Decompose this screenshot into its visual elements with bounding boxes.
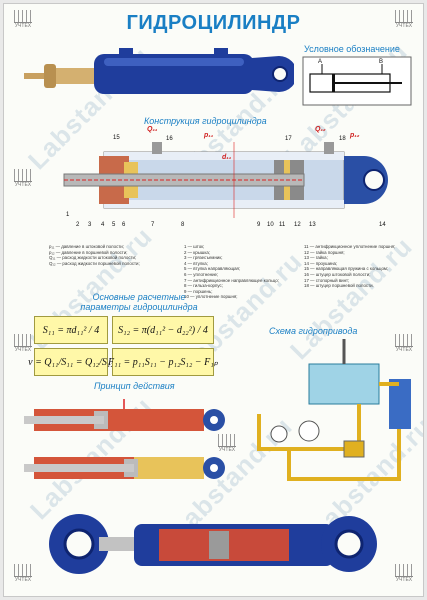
d-label: d₁₁	[222, 154, 232, 161]
part-number: 6	[122, 222, 126, 228]
uchtekh-logo: УЧТЕХ	[391, 564, 417, 583]
part-number: 1	[66, 212, 70, 218]
legend-symbols: p₁₁ — давление в штоковой полости; p₁₂ —…	[49, 244, 140, 266]
scheme-heading: Схема гидропривода	[269, 326, 358, 336]
cylinder-retract	[34, 409, 204, 431]
gland	[56, 68, 96, 84]
page-title: ГИДРОЦИЛИНДР	[126, 12, 301, 34]
uchtekh-logo: УЧТЕХ	[391, 334, 417, 353]
part-number: 7	[151, 222, 155, 228]
part-number: 12	[294, 222, 301, 228]
gauge	[270, 425, 288, 443]
part-number: 18	[339, 136, 346, 142]
part-number: 16	[166, 136, 173, 142]
part-number: 4	[101, 222, 105, 228]
valve	[308, 363, 380, 405]
cylinder-photo	[24, 48, 294, 94]
symbol-label-b: B	[379, 59, 384, 65]
uchtekh-logo: УЧТЕХ	[10, 169, 36, 188]
part-number: 11	[279, 222, 286, 228]
construction-heading: Конструкция гидроцилиндра	[144, 116, 267, 126]
p1-label: p₁₁	[204, 132, 214, 139]
symbol-label-a: A	[318, 59, 323, 65]
relief-valve	[343, 440, 365, 458]
uchtekh-logo: УЧТЕХ	[10, 564, 36, 583]
part-number: 9	[257, 222, 261, 228]
oil-line	[257, 404, 361, 451]
part-number: 10	[267, 222, 274, 228]
q2-label: Q₁₂	[315, 126, 326, 133]
legend-parts-1: 1 — шток; 2 — крышка; 3 — грязесъемник; …	[184, 244, 279, 300]
part-number: 14	[379, 222, 386, 228]
p2-label: p₁₂	[350, 132, 360, 139]
port	[119, 48, 133, 58]
rod-nut	[44, 64, 56, 88]
params-heading: Основные расчетные параметры гидроцилинд…	[80, 292, 198, 312]
pump	[298, 420, 320, 442]
rod-port	[152, 142, 162, 154]
hydraulic-scheme	[257, 339, 411, 481]
cutaway-photo	[49, 514, 377, 574]
symbol-heading: Условное обозначение	[304, 44, 400, 54]
formula-v: v = Q₁₁/S₁₁ = Q₁₂/S₁₂	[28, 348, 114, 376]
uchtekh-logo: УЧТЕХ	[10, 334, 36, 353]
port	[214, 48, 228, 58]
part-number: 15	[113, 135, 120, 141]
uchtekh-logo: УЧТЕХ	[214, 434, 240, 453]
uchtekh-logo: УЧТЕХ	[10, 10, 36, 29]
part-number: 8	[181, 222, 185, 228]
principle-heading: Принцип действия	[94, 381, 175, 391]
uchtekh-logo: УЧТЕХ	[391, 10, 417, 29]
part-number: 17	[285, 136, 292, 142]
symbol-diagram	[302, 56, 412, 106]
part-number: 5	[112, 222, 116, 228]
part-number: 3	[88, 222, 92, 228]
cylinder-section	[63, 142, 388, 218]
q1-label: Q₁₁	[147, 126, 158, 133]
piston-port	[324, 142, 334, 154]
formula-s1: S₁₁ = πd₁₁² / 4	[34, 316, 108, 344]
principle-diagram	[24, 399, 225, 479]
part-number: 2	[76, 222, 80, 228]
poster: Labstand.ru Labstand.ru Labstand.ru Labs…	[3, 3, 424, 597]
formula-s2: S₁₂ = π(d₁₁² − d₂₂²) / 4	[112, 316, 214, 344]
formula-f: F₁₁ = p₁₁S₁₁ − p₁₂S₁₂ − F₁ₚ	[108, 348, 218, 376]
rod-end	[24, 73, 46, 79]
part-number: 13	[309, 222, 316, 228]
cylinder	[389, 379, 411, 429]
legend-parts-2: 11 — антифрикционное уплотнение поршня; …	[304, 244, 396, 289]
